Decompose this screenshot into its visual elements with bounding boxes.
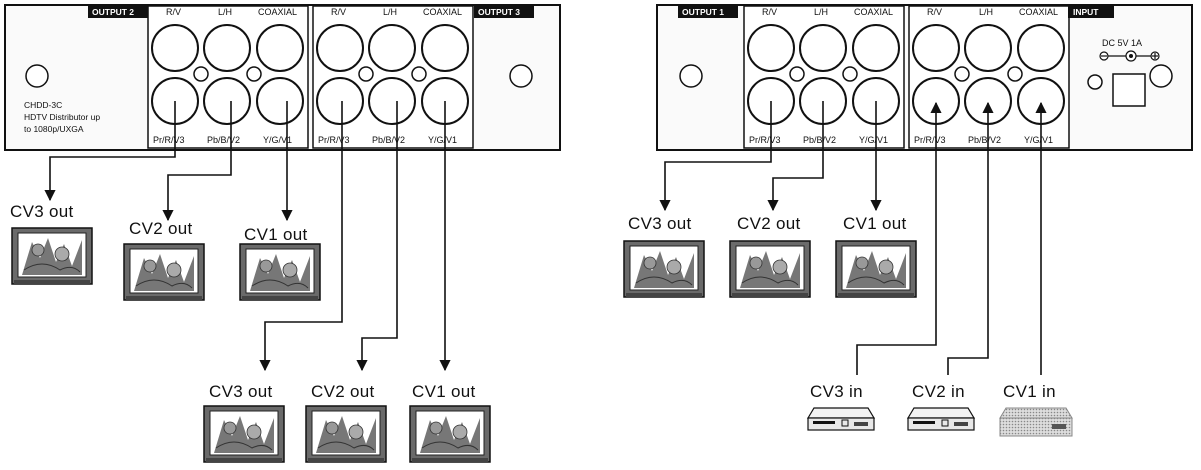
output-2-label: OUTPUT 2 — [92, 7, 134, 17]
left-device-panel: OUTPUT 2 R/V L/H COAXIAL Pr/R/V3 Pb/B/V2… — [4, 4, 561, 151]
cv-label: CV2 out — [737, 214, 801, 233]
output-3-label: OUTPUT 3 — [478, 7, 520, 17]
power-polarity-icon — [1099, 50, 1160, 62]
tv-icon — [239, 243, 321, 301]
right-output-cables — [659, 101, 882, 212]
tv-icon — [123, 243, 205, 301]
group-a-top-label: R/V — [166, 7, 181, 17]
rca-group-input — [908, 5, 1070, 149]
group-a-bottom-label: Pr/R/V3 — [749, 135, 781, 145]
output-3-badge — [474, 6, 534, 18]
cable-cv2-out — [767, 101, 824, 212]
left-mount-hole — [679, 64, 703, 88]
group-b-top-label: COAXIAL — [423, 7, 462, 17]
output-2-badge — [88, 6, 148, 18]
power-indicator — [1087, 74, 1103, 90]
cv-label: CV3 out — [628, 214, 692, 233]
rca-group-output-3 — [312, 5, 474, 149]
cable-cv3-out-2 — [259, 101, 343, 372]
group-b-top-label: COAXIAL — [1019, 7, 1058, 17]
cv-label: CV2 out — [129, 219, 193, 238]
source-box-icon — [999, 407, 1073, 437]
group-b-bottom-label: Pr/R/V3 — [914, 135, 946, 145]
tv-icon — [623, 240, 705, 298]
cv-label: CV2 in — [912, 382, 965, 401]
group-a-bottom-label: Pr/R/V3 — [153, 135, 185, 145]
device-model-text: HDTV Distributor up — [24, 112, 100, 122]
power-jack — [1112, 73, 1146, 107]
input-badge — [1068, 6, 1114, 18]
cable-cv2-out-2 — [356, 101, 398, 372]
output-1-badge — [678, 6, 738, 18]
tv-icon — [203, 405, 285, 463]
input-label: INPUT — [1073, 7, 1099, 17]
left-row1-cables — [44, 101, 293, 222]
group-a-top-label: R/V — [762, 7, 777, 17]
group-b-bottom-label: Pr/R/V3 — [318, 135, 350, 145]
dvd-player-icon — [807, 407, 875, 431]
group-a-top-label: L/H — [218, 7, 232, 17]
group-b-top-label: L/H — [383, 7, 397, 17]
right-mount-hole — [1149, 64, 1173, 88]
tv-icon — [305, 405, 387, 463]
group-b-top-label: R/V — [927, 7, 942, 17]
device-model-text: to 1080p/UXGA — [24, 124, 84, 134]
cv-label: CV1 in — [1003, 382, 1056, 401]
left-mount-hole — [25, 64, 49, 88]
cable-cv2-in — [947, 101, 994, 375]
group-b-bottom-label: Y/G/V1 — [1024, 135, 1053, 145]
rca-group-output-1 — [743, 5, 905, 149]
group-b-top-label: R/V — [331, 7, 346, 17]
cv-label: CV3 in — [810, 382, 863, 401]
left-row2-cables — [259, 101, 451, 372]
cable-cv3-out — [44, 101, 176, 202]
group-a-top-label: COAXIAL — [854, 7, 893, 17]
tv-icon — [409, 405, 491, 463]
cv-label: CV1 out — [843, 214, 907, 233]
right-device-panel: OUTPUT 1 R/V L/H COAXIAL Pr/R/V3 Pb/B/V2… — [656, 4, 1193, 151]
cv-label: CV1 out — [412, 382, 476, 401]
group-b-bottom-label: Pb/B/V2 — [372, 135, 405, 145]
group-a-bottom-label: Y/G/V1 — [263, 135, 292, 145]
cable-cv2-out — [162, 101, 232, 222]
tv-icon — [11, 227, 93, 285]
right-input-cables — [856, 101, 1047, 375]
cv-label: CV3 out — [10, 202, 74, 221]
group-a-bottom-label: Y/G/V1 — [859, 135, 888, 145]
cable-cv3-out — [659, 101, 772, 212]
group-b-top-label: L/H — [979, 7, 993, 17]
rca-group-output-2 — [147, 5, 309, 149]
group-b-bottom-label: Pb/B/V2 — [968, 135, 1001, 145]
group-b-bottom-label: Y/G/V1 — [428, 135, 457, 145]
cv-label: CV2 out — [311, 382, 375, 401]
power-label: DC 5V 1A — [1102, 38, 1142, 48]
output-1-label: OUTPUT 1 — [682, 7, 724, 17]
group-a-bottom-label: Pb/B/V2 — [803, 135, 836, 145]
group-a-top-label: COAXIAL — [258, 7, 297, 17]
group-a-bottom-label: Pb/B/V2 — [207, 135, 240, 145]
tv-icon — [835, 240, 917, 298]
cv-label: CV1 out — [244, 225, 308, 244]
right-mount-hole — [509, 64, 533, 88]
group-a-top-label: L/H — [814, 7, 828, 17]
cv-label: CV3 out — [209, 382, 273, 401]
device-model-text: CHDD-3C — [24, 100, 62, 110]
dvd-player-icon — [907, 407, 975, 431]
cable-cv3-in — [856, 101, 942, 375]
tv-icon — [729, 240, 811, 298]
